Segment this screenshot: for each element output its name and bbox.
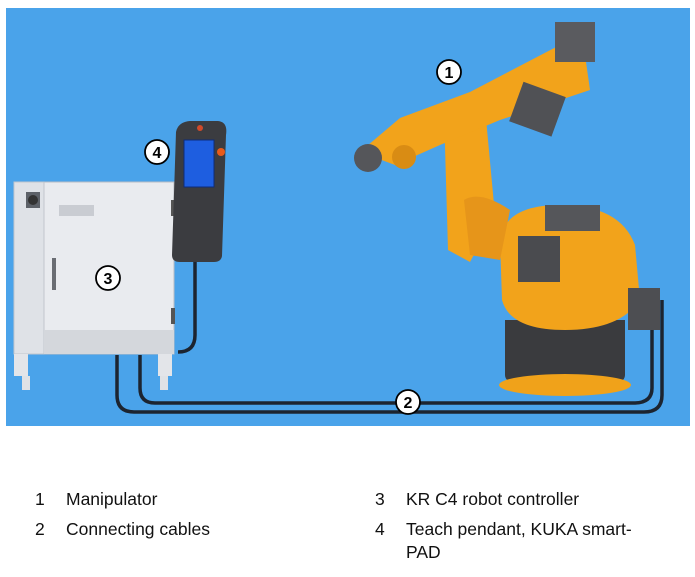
robot-controller-cabinet <box>13 181 175 390</box>
robot-manipulator <box>354 22 660 396</box>
svg-text:1: 1 <box>445 65 454 82</box>
system-overview-figure: 1 2 3 4 <box>6 8 690 426</box>
connecting-cables <box>115 262 664 414</box>
callout-2: 2 <box>395 389 421 415</box>
legend-number: 2 <box>35 519 45 539</box>
legend-label: Teach pendant, KUKA smart- <box>406 519 632 539</box>
callout-4: 4 <box>144 139 170 165</box>
legend-number: 1 <box>35 489 45 509</box>
legend-number: 4 <box>375 519 385 539</box>
legend-label: KR C4 robot controller <box>406 489 580 509</box>
svg-text:3: 3 <box>104 271 113 288</box>
svg-text:4: 4 <box>153 145 162 162</box>
legend-label-continued: PAD <box>406 542 441 562</box>
legend-label: Connecting cables <box>66 519 210 539</box>
legend-number: 3 <box>375 489 385 509</box>
callout-3: 3 <box>95 265 121 291</box>
callout-1: 1 <box>436 59 462 85</box>
legend-label: Manipulator <box>66 489 158 509</box>
svg-text:2: 2 <box>404 395 413 412</box>
teach-pendant <box>172 121 227 262</box>
